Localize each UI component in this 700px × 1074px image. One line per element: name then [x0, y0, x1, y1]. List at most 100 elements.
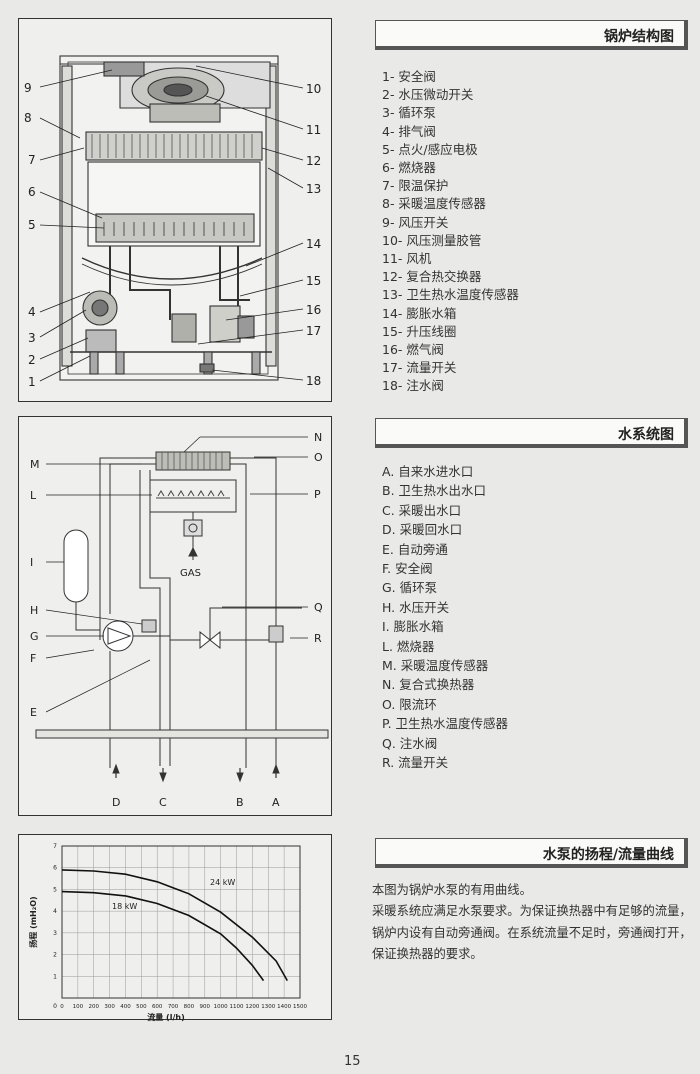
callout-11: 11 [306, 123, 321, 137]
pump-curve-frame [18, 834, 332, 1020]
structure-legend-item: 2- 水压微动开关 [382, 87, 474, 103]
callout-13: 13 [306, 182, 321, 196]
x-tick-label: 1000 [214, 1004, 228, 1010]
water-legend-item: L. 燃烧器 [382, 638, 435, 654]
x-tick-label: 300 [104, 1004, 115, 1010]
water-legend-item: N. 复合式换热器 [382, 677, 475, 693]
label-C: C [159, 796, 167, 809]
label-H: H [30, 604, 38, 617]
y-tick-label: 6 [53, 865, 57, 872]
paragraph-line: 本图为锅炉水泵的有用曲线。 [372, 883, 532, 897]
callout-4: 4 [28, 305, 36, 319]
section-title: 锅炉结构图 [604, 29, 674, 45]
water-legend-item: M. 采暖温度传感器 [382, 658, 489, 674]
structure-legend-item: 3- 循环泵 [382, 105, 436, 121]
structure-legend-item: 15- 升压线圈 [382, 323, 457, 339]
y-tick-label: 5 [53, 886, 57, 893]
water-legend-item: O. 限流环 [382, 696, 437, 712]
x-tick-label: 1100 [230, 1004, 244, 1010]
structure-legend-item: 5- 点火/感应电极 [382, 141, 478, 157]
callout-12: 12 [306, 154, 321, 168]
structure-legend-item: 1- 安全阀 [382, 69, 436, 84]
structure-legend-item: 10- 风压测量胶管 [382, 232, 482, 248]
structure-legend-item: 9- 风压开关 [382, 214, 449, 230]
label-A: A [272, 796, 280, 809]
callout-9: 9 [24, 81, 32, 95]
x-tick-label: 600 [152, 1004, 163, 1010]
structure-legend-item: 7- 限温保护 [382, 178, 449, 194]
callout-1: 1 [28, 375, 36, 389]
series-line [61, 890, 265, 982]
water-legend-item: G. 循环泵 [382, 580, 438, 596]
structure-legend-item: 11- 风机 [382, 251, 432, 267]
pump-curve-description: 本图为锅炉水泵的有用曲线。采暖系统应满足水泵要求。为保证换热器中有足够的流量，锅… [372, 880, 694, 965]
label-F: F [30, 652, 36, 665]
label-P: P [314, 488, 321, 501]
structure-legend-item: 12- 复合热交换器 [382, 269, 482, 285]
structure-legend-item: 14- 膨胀水箱 [382, 305, 457, 321]
x-tick-label: 800 [184, 1004, 195, 1010]
water-legend-item: P. 卫生热水温度传感器 [382, 716, 509, 732]
water-system-frame [18, 416, 332, 816]
callout-6: 6 [28, 185, 36, 199]
y-axis-label: 扬程 (mH₂O) [28, 896, 38, 947]
water-legend-item: E. 自动旁通 [382, 541, 448, 557]
y-tick-label: 7 [53, 843, 57, 850]
x-tick-label: 100 [73, 1004, 84, 1010]
label-B: B [236, 796, 244, 809]
page-number: 15 [344, 1054, 361, 1069]
section-title: 水系统图 [618, 427, 674, 443]
structure-legend-item: 4- 排气阀 [382, 123, 436, 139]
callout-18: 18 [306, 374, 321, 388]
callout-14: 14 [306, 237, 321, 251]
x-tick-label: 0 [60, 1004, 64, 1010]
x-tick-label: 400 [120, 1004, 131, 1010]
callout-8: 8 [24, 111, 32, 125]
x-tick-label: 700 [168, 1004, 179, 1010]
label-N: N [314, 431, 322, 444]
water-legend-item: Q. 注水阀 [382, 735, 438, 751]
water-legend-item: R. 流量开关 [382, 755, 449, 771]
series-label: 18 kW [112, 902, 137, 911]
section-header-structure: 锅炉结构图 [375, 20, 688, 50]
water-legend-item: A. 自来水进水口 [382, 464, 474, 479]
boiler-drawing [39, 55, 304, 382]
structure-legend-item: 8- 采暖温度传感器 [382, 196, 486, 212]
y-tick-label: 0 [53, 1003, 57, 1010]
callout-5: 5 [28, 218, 36, 232]
label-D: D [112, 796, 120, 809]
label-E: E [30, 706, 37, 719]
water-legend-item: I. 膨胀水箱 [382, 619, 444, 635]
structure-legend-item: 18- 注水阀 [382, 378, 444, 394]
callout-17: 17 [306, 324, 321, 338]
series-label: 24 kW [210, 878, 235, 887]
structure-legend: 1- 安全阀 2- 水压微动开关 3- 循环泵 4- 排气阀 5- 点火/感应电极 6- … [382, 68, 519, 396]
label-Q: Q [314, 601, 323, 614]
water-legend-item: B. 卫生热水出水口 [382, 483, 487, 499]
label-I: I [30, 556, 33, 569]
section-title: 水泵的扬程/流量曲线 [542, 847, 674, 863]
x-tick-label: 1300 [261, 1004, 275, 1010]
callout-10: 10 [306, 82, 321, 96]
structure-legend-item: 6- 燃烧器 [382, 160, 436, 176]
callout-2: 2 [28, 353, 36, 367]
x-tick-label: 500 [136, 1004, 147, 1010]
label-G: G [30, 630, 39, 643]
series-line [61, 869, 288, 981]
section-header-pump-curve: 水泵的扬程/流量曲线 [375, 838, 688, 868]
structure-legend-item: 16- 燃气阀 [382, 342, 444, 358]
x-tick-label: 1200 [245, 1004, 259, 1010]
structure-legend-item: 17- 流量开关 [382, 360, 457, 376]
x-tick-label: 200 [88, 1004, 99, 1010]
label-L: L [30, 489, 37, 502]
x-tick-label: 1500 [293, 1004, 307, 1010]
x-tick-label: 1400 [277, 1004, 291, 1010]
y-tick-label: 2 [53, 952, 57, 959]
water-legend-item: C. 采暖出水口 [382, 502, 462, 518]
callout-15: 15 [306, 274, 321, 288]
y-tick-label: 3 [53, 930, 57, 937]
y-tick-label: 4 [53, 908, 57, 915]
